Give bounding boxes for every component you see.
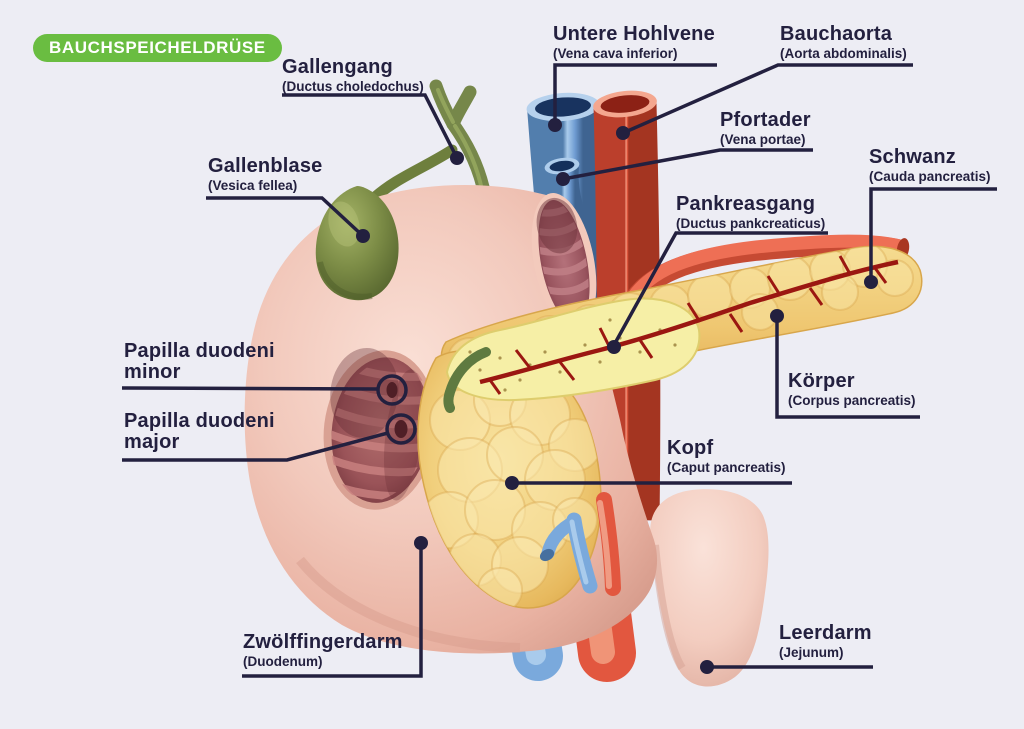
label-zwoelffingerdarm: Zwölffingerdarm (Duodenum) [243, 631, 403, 670]
leader-schwanz [869, 187, 997, 280]
label-gallengang: Gallengang (Ductus choledochus) [282, 56, 424, 95]
leader-bauchaorta [622, 63, 913, 135]
leader-pankreasgang [612, 231, 828, 346]
label-untere-hohlvene: Untere Hohlvene (Vena cava inferior) [553, 23, 715, 62]
label-kopf: Kopf (Caput pancreatis) [667, 437, 786, 476]
leader-papilla-minor [121, 386, 378, 391]
label-pankreasgang: Pankreasgang (Ductus pankcreaticus) [676, 193, 826, 232]
badge-label: BAUCHSPEICHELDRÜSE [49, 38, 266, 57]
jejunum [650, 489, 769, 687]
leader-pfortader [562, 148, 813, 181]
label-leerdarm: Leerdarm (Jejunum) [779, 622, 872, 661]
label-papilla-duodeni-major: Papilla duodeni major [124, 410, 275, 453]
label-bauchaorta: Bauchaorta (Aorta abdominalis) [780, 23, 907, 62]
bile-duct-intrapancreatic [443, 347, 491, 413]
pancreas-cut-face [443, 255, 899, 413]
leader-lines [121, 63, 997, 678]
diagram-title-badge: BAUCHSPEICHELDRÜSE [33, 34, 282, 62]
leader-koerper [775, 318, 920, 419]
leader-gallengang [282, 93, 459, 159]
papilla-duodeni-major [394, 420, 408, 438]
pancreatic-duct [479, 255, 899, 395]
leader-gallenblase [206, 196, 365, 238]
papilla-minor-circle [376, 374, 408, 406]
leader-zwoelffingerdarm [242, 545, 423, 678]
label-papilla-duodeni-minor: Papilla duodeni minor [124, 340, 275, 383]
papilla-duodeni-minor [386, 382, 398, 398]
papilla-major-circle [385, 413, 417, 445]
label-gallenblase: Gallenblase (Vesica fellea) [208, 155, 323, 194]
label-schwanz: Schwanz (Cauda pancreatis) [869, 146, 991, 185]
label-koerper: Körper (Corpus pancreatis) [788, 370, 916, 409]
mesenteric-vessels [539, 492, 621, 596]
leader-dots [356, 118, 878, 674]
leader-papilla-major [122, 431, 389, 462]
label-pfortader: Pfortader (Vena portae) [720, 109, 811, 148]
gallbladder [315, 186, 399, 301]
leader-untere-hohlvene [553, 63, 717, 123]
